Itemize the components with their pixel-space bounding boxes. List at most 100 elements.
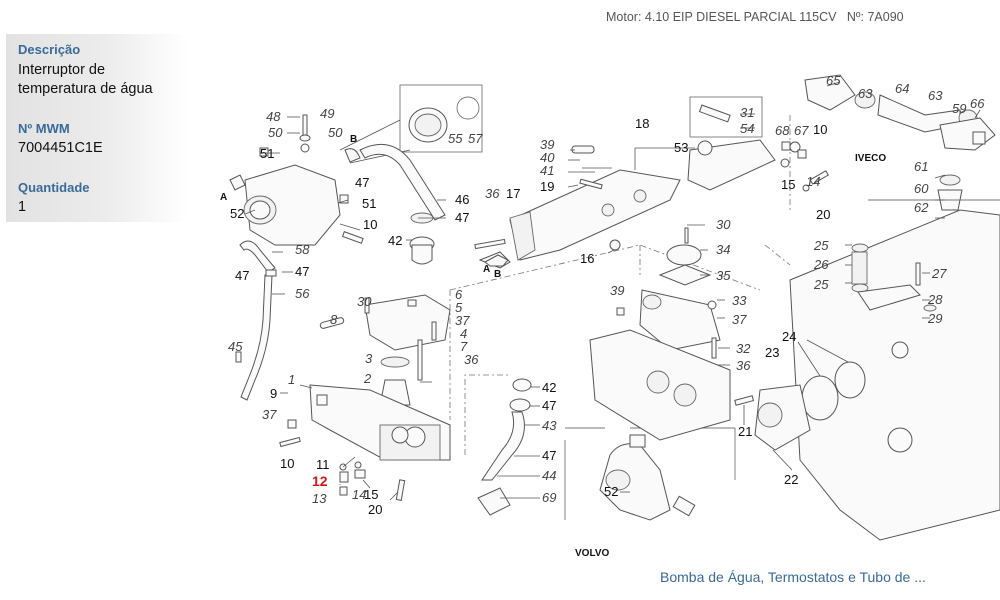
label-18[interactable]: 18 <box>635 116 649 131</box>
flange-34 <box>666 244 702 266</box>
label-9[interactable]: 9 <box>270 386 277 401</box>
label-5[interactable]: 5 <box>455 300 463 315</box>
label-17[interactable]: 17 <box>506 186 520 201</box>
label-50a[interactable]: 50 <box>268 125 283 140</box>
label-27[interactable]: 27 <box>931 266 947 281</box>
label-55[interactable]: 55 <box>448 131 463 146</box>
label-28[interactable]: 28 <box>927 292 943 307</box>
label-24[interactable]: 24 <box>782 329 796 344</box>
label-35[interactable]: 35 <box>716 268 731 283</box>
label-51a[interactable]: 51 <box>260 146 274 161</box>
label-20a[interactable]: 20 <box>816 207 830 222</box>
label-20b[interactable]: 20 <box>368 502 382 517</box>
label-47a[interactable]: 47 <box>355 175 369 190</box>
label-50b[interactable]: 50 <box>328 125 343 140</box>
label-11[interactable]: 11 <box>316 457 330 472</box>
label-4[interactable]: 4 <box>460 326 467 341</box>
label-14a[interactable]: 14 <box>806 174 820 189</box>
label-57[interactable]: 57 <box>468 131 483 146</box>
label-23[interactable]: 23 <box>765 345 779 360</box>
label-63a[interactable]: 63 <box>858 86 873 101</box>
oring-23 <box>801 375 839 421</box>
label-52b[interactable]: 52 <box>604 484 618 499</box>
label-62[interactable]: 62 <box>914 200 929 215</box>
detail-box <box>399 84 483 153</box>
label-40[interactable]: 40 <box>540 150 555 165</box>
label-3[interactable]: 3 <box>365 351 373 366</box>
label-37c[interactable]: 37 <box>262 407 277 422</box>
label-51b[interactable]: 51 <box>362 196 376 211</box>
label-34[interactable]: 34 <box>716 242 730 257</box>
label-58[interactable]: 58 <box>295 242 310 257</box>
label-26[interactable]: 26 <box>813 257 829 272</box>
label-12-selected[interactable]: 12 <box>312 473 328 489</box>
label-16[interactable]: 16 <box>580 251 594 266</box>
label-25a[interactable]: 25 <box>813 238 829 253</box>
sensor-69 <box>477 487 511 516</box>
label-7[interactable]: 7 <box>460 339 468 354</box>
label-61[interactable]: 61 <box>914 159 928 174</box>
arrow-mark-a2: A <box>483 264 490 275</box>
label-14b[interactable]: 14 <box>352 487 366 502</box>
label-15a[interactable]: 15 <box>781 177 795 192</box>
label-67[interactable]: 67 <box>794 123 809 138</box>
label-68[interactable]: 68 <box>775 123 790 138</box>
hose-56 <box>240 274 273 401</box>
label-53[interactable]: 53 <box>674 140 688 155</box>
label-21[interactable]: 21 <box>738 424 752 439</box>
label-6[interactable]: 6 <box>455 287 463 302</box>
label-8[interactable]: 8 <box>330 312 338 327</box>
label-47f[interactable]: 47 <box>542 448 556 463</box>
label-54[interactable]: 54 <box>740 121 754 136</box>
label-43[interactable]: 43 <box>542 418 557 433</box>
label-10c[interactable]: 10 <box>280 456 294 471</box>
label-60[interactable]: 60 <box>914 181 929 196</box>
oring-16 <box>609 239 621 251</box>
label-30a[interactable]: 30 <box>716 217 731 232</box>
label-47c[interactable]: 47 <box>235 268 249 283</box>
label-31[interactable]: 31 <box>740 105 754 120</box>
label-29[interactable]: 29 <box>927 311 942 326</box>
number-label: Nº: <box>846 10 864 24</box>
label-47b[interactable]: 47 <box>455 210 469 225</box>
label-10a[interactable]: 10 <box>363 217 377 232</box>
label-52a[interactable]: 52 <box>230 206 244 221</box>
label-56[interactable]: 56 <box>295 286 310 301</box>
label-39b[interactable]: 39 <box>610 283 624 298</box>
label-63b[interactable]: 63 <box>928 88 943 103</box>
label-45[interactable]: 45 <box>228 339 243 354</box>
label-1[interactable]: 1 <box>288 372 295 387</box>
label-49[interactable]: 49 <box>320 106 334 121</box>
label-33[interactable]: 33 <box>732 293 747 308</box>
label-44[interactable]: 44 <box>542 468 556 483</box>
label-22[interactable]: 22 <box>784 472 798 487</box>
label-15b[interactable]: 15 <box>364 487 378 502</box>
label-39a[interactable]: 39 <box>540 137 554 152</box>
label-2[interactable]: 2 <box>363 371 372 386</box>
label-66[interactable]: 66 <box>970 96 985 111</box>
label-42b[interactable]: 42 <box>542 380 556 395</box>
label-46[interactable]: 46 <box>455 192 469 207</box>
label-48[interactable]: 48 <box>266 109 281 124</box>
label-64[interactable]: 64 <box>895 81 909 96</box>
label-42a[interactable]: 42 <box>388 233 402 248</box>
label-30b[interactable]: 30 <box>357 294 372 309</box>
label-69[interactable]: 69 <box>542 490 556 505</box>
label-36a[interactable]: 36 <box>485 186 500 201</box>
label-19[interactable]: 19 <box>540 179 554 194</box>
section-link[interactable]: Bomba de Água, Termostatos e Tubo de ... <box>660 569 926 585</box>
label-13[interactable]: 13 <box>312 491 327 506</box>
label-41[interactable]: 41 <box>540 163 554 178</box>
label-32[interactable]: 32 <box>736 341 751 356</box>
label-10b[interactable]: 10 <box>813 122 827 137</box>
label-59[interactable]: 59 <box>952 101 966 116</box>
label-25b[interactable]: 25 <box>813 277 829 292</box>
label-47d[interactable]: 47 <box>295 264 309 279</box>
label-36b[interactable]: 36 <box>736 358 751 373</box>
mwm-value: 7004451C1E <box>18 140 103 156</box>
label-37b[interactable]: 37 <box>455 313 470 328</box>
label-65[interactable]: 65 <box>826 73 841 88</box>
label-36c[interactable]: 36 <box>464 352 479 367</box>
label-47e[interactable]: 47 <box>542 398 556 413</box>
label-37a[interactable]: 37 <box>732 312 747 327</box>
